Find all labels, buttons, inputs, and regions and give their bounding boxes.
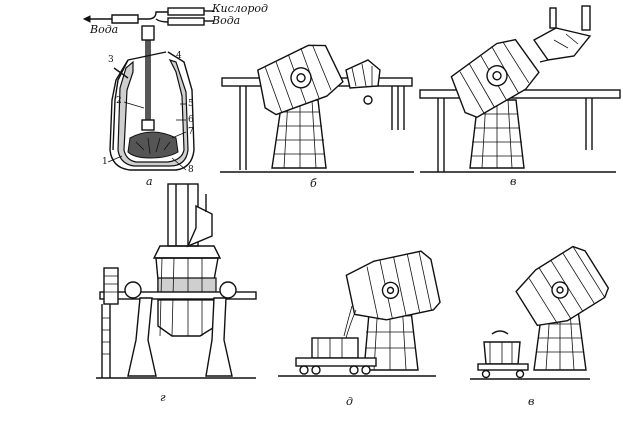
- caption-d: д: [346, 395, 353, 408]
- caption-g: г: [160, 391, 166, 404]
- water-label-right: Вода: [212, 14, 241, 27]
- part-number-5: 5: [188, 99, 194, 109]
- part-number-3: 3: [108, 55, 114, 65]
- converter-stand-b: [220, 44, 414, 173]
- part-number-1: 1: [102, 157, 108, 167]
- caption-v2: в: [528, 395, 535, 408]
- part-number-2: 2: [116, 96, 122, 106]
- converter-tapping-d: [278, 250, 441, 377]
- part-number-4: 4: [176, 51, 182, 61]
- caption-b: б: [310, 177, 317, 190]
- caption-v1: в: [510, 175, 517, 188]
- part-number-8: 8: [188, 165, 194, 175]
- converter-tapping-v2: [470, 245, 610, 380]
- part-number-6: 6: [188, 115, 194, 125]
- converter-charging-v1: [419, 5, 621, 173]
- converter-section-a: [82, 7, 214, 171]
- converter-hood-g: [96, 183, 257, 379]
- oxygen-label: Кислород: [212, 2, 269, 15]
- water-label-left: Вода: [90, 23, 119, 36]
- part-number-7: 7: [188, 127, 194, 137]
- caption-a: а: [146, 175, 153, 188]
